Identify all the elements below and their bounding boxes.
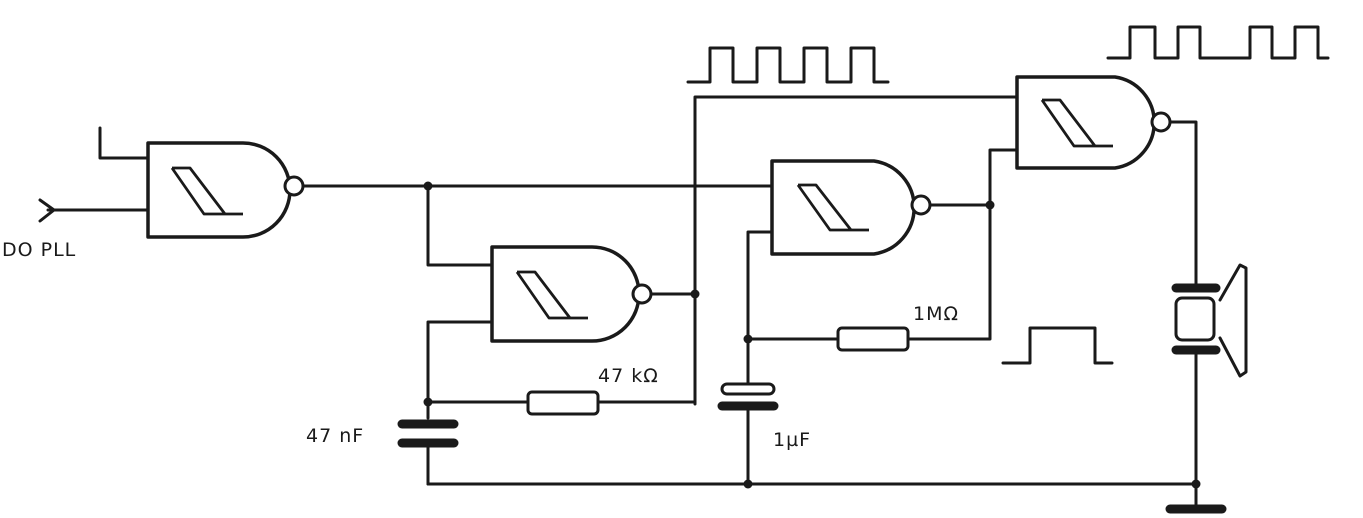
hysteresis-icon [515,270,588,320]
schmitt-nand-gate-4 [1015,75,1172,170]
waveform-square-output [1106,25,1330,60]
speaker-icon [1171,263,1248,378]
wire-r2 [746,203,992,341]
hysteresis-icon [170,166,243,216]
inverter-bubble-icon [910,194,932,216]
wire-gate2-input-bottom [426,320,494,420]
input-label: DO PLL [2,239,76,261]
resistor-1m [836,326,910,352]
hysteresis-icon [796,183,869,232]
resistor-47k [526,390,600,416]
junction-dots [423,181,1201,489]
inverter-bubble-icon [1150,111,1172,133]
inverter-bubble-icon [283,175,305,197]
wire-gate4-output [1169,120,1198,290]
capacitor-1uf [717,382,779,411]
waveform-square-gate2 [686,46,890,84]
waveform-pulse-gate3 [1001,326,1114,365]
hysteresis-icon [1040,98,1113,148]
wire-gate1-input-top [98,126,150,160]
inverter-bubble-icon [631,283,653,305]
wires [46,95,1198,510]
wire-gate2-input-top [426,184,494,267]
schmitt-nand-gate-3 [770,159,932,256]
wire-to-gate4-bottom [988,148,1019,207]
wire-gate3-input-bottom [746,230,774,386]
resistor-47k-label: 47 kΩ [598,365,659,387]
schmitt-nand-gate-2 [490,245,653,343]
schmitt-nand-gate-1 [146,141,305,239]
capacitor-1uf-label: 1µF [773,429,811,451]
resistor-1m-label: 1MΩ [913,303,959,325]
capacitor-47nf-label: 47 nF [306,425,364,447]
capacitor-47nf [397,419,459,448]
wire-to-gate4-top [693,95,1019,406]
input-arrow-icon [38,198,56,223]
